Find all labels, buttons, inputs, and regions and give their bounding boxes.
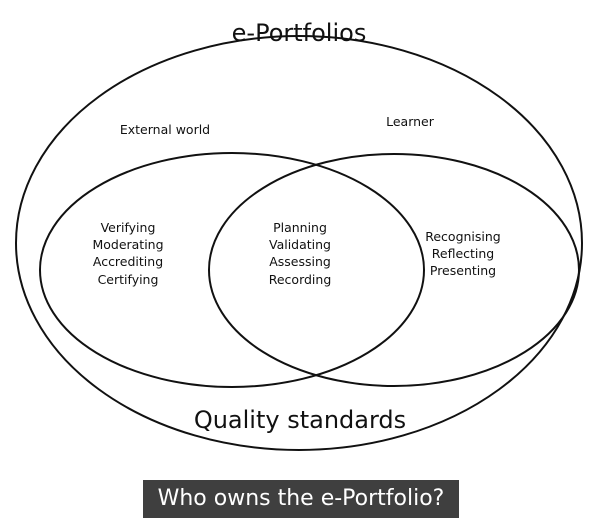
outer-ellipse xyxy=(15,35,583,451)
center-item: Planning xyxy=(273,220,327,235)
quality-standards-label: Quality standards xyxy=(194,406,406,434)
left-item: Moderating xyxy=(92,237,163,252)
right-item: Reflecting xyxy=(432,246,494,261)
right-item: Presenting xyxy=(430,263,496,278)
external-world-label: External world xyxy=(120,122,210,137)
center-item: Assessing xyxy=(269,254,331,269)
left-item: Verifying xyxy=(101,220,156,235)
diagram-title: e-Portfolios xyxy=(232,19,367,47)
right-item: Recognising xyxy=(425,229,501,244)
left-item: Accrediting xyxy=(93,254,163,269)
learner-label: Learner xyxy=(386,114,435,129)
center-item: Validating xyxy=(269,237,331,252)
center-item: Recording xyxy=(269,272,332,287)
caption-banner: Who owns the e-Portfolio? xyxy=(143,480,459,518)
external-world-circle xyxy=(39,152,425,388)
learner-circle xyxy=(208,153,580,387)
left-item: Certifying xyxy=(98,272,159,287)
